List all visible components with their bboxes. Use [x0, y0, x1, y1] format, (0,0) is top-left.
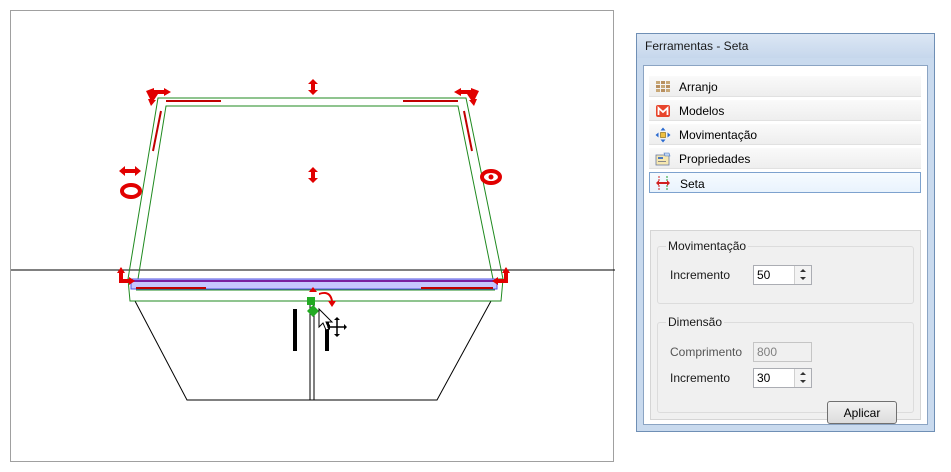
cabinet-body [134, 300, 492, 401]
comprimento-label: Comprimento [670, 345, 743, 359]
handle-corner-top-right [454, 88, 479, 106]
movimentacao-incremento-input[interactable] [755, 267, 797, 283]
apply-button[interactable]: Aplicar [827, 401, 897, 424]
move-cursor-icon [318, 307, 347, 337]
incremento-label: Incremento [670, 371, 731, 385]
nav-item-label: Movimentação [679, 128, 758, 142]
properties-card-icon [655, 152, 671, 166]
stepper-buttons [794, 369, 811, 387]
nav-item-label: Arranjo [679, 80, 718, 94]
countertop [127, 97, 504, 302]
nav-item-label: Modelos [679, 104, 725, 118]
dimensao-incremento-stepper[interactable] [753, 368, 812, 388]
stepper-down-button[interactable] [795, 378, 811, 387]
seta-arrow-icon [656, 176, 670, 190]
rotate-left-handle [120, 183, 142, 199]
m-logo-icon [656, 105, 670, 117]
handle-left-depth [119, 166, 141, 176]
door-handles [293, 309, 329, 351]
rotation-handles [120, 169, 502, 199]
rotate-right-handle [480, 169, 502, 185]
move-gizmo [307, 287, 336, 317]
handle-top-center [308, 79, 318, 95]
handle-center [308, 167, 318, 183]
incremento-label: Incremento [670, 268, 731, 282]
handle-corner-top-left [146, 88, 171, 106]
stepper-buttons [794, 266, 811, 284]
tools-window-title: Ferramentas - Seta [645, 39, 749, 53]
nav-item-label: Seta [680, 177, 705, 191]
dimensao-incremento-input[interactable] [755, 370, 797, 386]
nav-item-movimentacao[interactable]: Movimentação [649, 124, 921, 145]
movimentacao-incremento-stepper[interactable] [753, 265, 812, 285]
group-title: Dimensão [666, 315, 725, 329]
tools-window-client: Arranjo Modelos Movimentação Propri [643, 65, 928, 425]
grid-arrange-icon [656, 81, 670, 92]
edge-marks [136, 100, 493, 289]
nav-item-seta[interactable]: Seta [649, 172, 921, 193]
group-movimentacao: Movimentação Incremento [657, 239, 914, 304]
group-title: Movimentação [666, 239, 749, 253]
handle-corner-bottom-left [117, 267, 135, 285]
seta-options-panel: Movimentação Incremento Dimensão Comprim… [650, 230, 921, 424]
comprimento-field: 800 [753, 342, 812, 362]
nav-item-arranjo[interactable]: Arranjo [649, 76, 921, 97]
nav-item-propriedades[interactable]: Propriedades [649, 148, 921, 169]
group-dimensao: Dimensão Comprimento 800 Incremento [657, 315, 914, 413]
cabinet-scene [11, 79, 615, 401]
3d-viewport[interactable] [10, 10, 615, 462]
stepper-down-button[interactable] [795, 275, 811, 284]
tools-window: Ferramentas - Seta Arranjo Modelos Movim… [636, 33, 935, 432]
tools-window-titlebar[interactable]: Ferramentas - Seta [637, 34, 934, 58]
handle-corner-bottom-right [492, 267, 510, 285]
resize-handles [117, 79, 510, 285]
nav-item-modelos[interactable]: Modelos [649, 100, 921, 121]
move-arrows-icon [655, 127, 671, 143]
nav-item-label: Propriedades [679, 152, 751, 166]
